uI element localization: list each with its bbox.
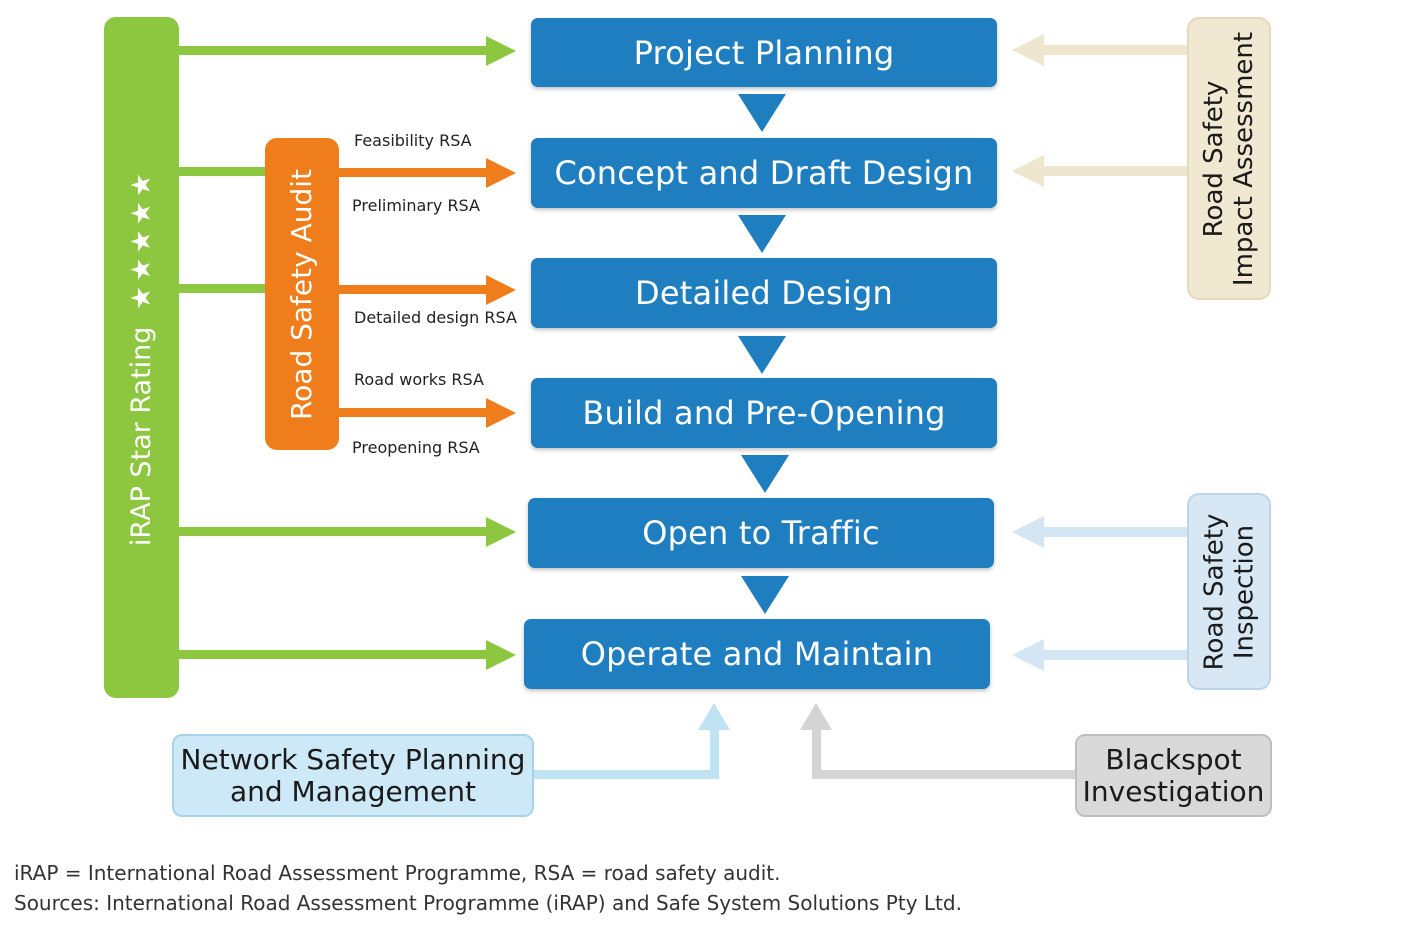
rsia-arrows — [1012, 34, 1188, 187]
irap-star-rating-bar: iRAP Star Rating ★★★★★ — [104, 17, 179, 698]
stage-project-planning: Project Planning — [531, 18, 997, 87]
nspm-arrow — [534, 703, 730, 779]
rsi-label: Road Safety Inspection — [1199, 513, 1259, 670]
irap-connector-concept — [178, 167, 268, 176]
footnote-sources: Sources: International Road Assessment P… — [14, 891, 962, 915]
rsia-label-line2: Impact Assessment — [1229, 31, 1259, 286]
rsa-arrows — [338, 158, 516, 428]
rsi-label-line2: Inspection — [1229, 524, 1259, 659]
road-safety-impact-assessment-bar: Road Safety Impact Assessment — [1187, 17, 1271, 300]
network-safety-planning-box: Network Safety Planning and Management — [172, 734, 534, 817]
irap-arrow-project-planning — [178, 36, 516, 66]
rsa-label-preopening: Preopening RSA — [352, 438, 480, 457]
stage-detailed-design: Detailed Design — [531, 258, 997, 328]
rsa-label-preliminary: Preliminary RSA — [352, 196, 480, 215]
irap-arrow-operate — [178, 640, 516, 670]
rsi-arrow-operate — [1012, 639, 1188, 671]
irap-connector-detailed — [178, 284, 268, 293]
irap-arrow-open-to-traffic — [178, 517, 516, 547]
blackspot-investigation-box: Blackspot Investigation — [1075, 734, 1272, 817]
nspm-line1: Network Safety Planning — [180, 742, 526, 776]
flow-arrows — [738, 94, 789, 614]
irap-arrows — [178, 36, 516, 670]
flow-arrow-4 — [741, 455, 789, 493]
flow-arrow-3 — [738, 336, 786, 374]
rsa-label-detailed-design: Detailed design RSA — [354, 308, 517, 327]
rsa-label-road-works: Road works RSA — [354, 370, 484, 389]
nspm-line2: and Management — [229, 774, 476, 808]
stage-operate-maintain: Operate and Maintain — [524, 619, 990, 689]
stage-build-pre-opening: Build and Pre-Opening — [531, 378, 997, 448]
bsi-arrow — [800, 703, 1076, 779]
flow-arrow-2 — [738, 215, 786, 253]
rsia-arrow-concept — [1012, 155, 1188, 187]
irap-label-text: iRAP Star Rating — [126, 326, 158, 547]
road-safety-audit-label: Road Safety Audit — [285, 168, 319, 420]
irap-star-rating-label: iRAP Star Rating ★★★★★ — [126, 169, 157, 546]
footnote-abbreviations: iRAP = International Road Assessment Pro… — [14, 861, 781, 885]
rsia-label: Road Safety Impact Assessment — [1199, 31, 1259, 285]
rsa-label-feasibility: Feasibility RSA — [354, 131, 472, 150]
stage-open-to-traffic: Open to Traffic — [528, 498, 994, 568]
bsi-line1: Blackspot — [1105, 742, 1242, 776]
star-icons: ★★★★★ — [126, 168, 158, 310]
flow-arrow-1 — [738, 94, 786, 132]
rsa-arrow-detailed — [338, 275, 516, 305]
rsa-arrow-build — [338, 398, 516, 428]
stage-concept-draft-design: Concept and Draft Design — [531, 138, 997, 208]
road-safety-audit-bar: Road Safety Audit — [265, 138, 339, 450]
rsi-arrow-open-to-traffic — [1012, 516, 1188, 548]
road-safety-inspection-bar: Road Safety Inspection — [1187, 493, 1271, 690]
rsia-label-line1: Road Safety — [1199, 80, 1229, 237]
rsi-arrows — [1012, 516, 1188, 671]
rsi-label-line1: Road Safety — [1199, 513, 1229, 670]
bsi-line2: Investigation — [1082, 774, 1265, 808]
flow-arrow-5 — [741, 576, 789, 614]
rsia-arrow-project-planning — [1012, 34, 1188, 66]
rsa-arrow-concept — [338, 158, 516, 188]
